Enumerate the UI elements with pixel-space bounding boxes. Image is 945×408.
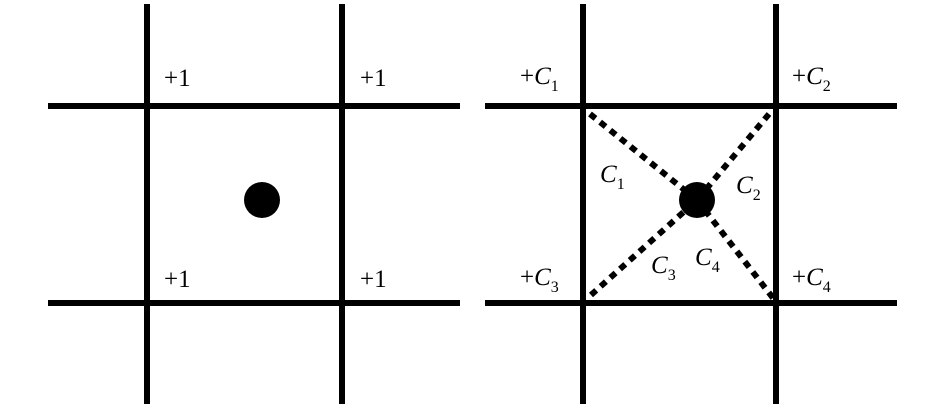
left-panel: +1 +1 +1 +1 <box>48 4 460 404</box>
dashed-diagonal-bottom-left <box>588 197 700 298</box>
right-label-bottom-right: +C4 <box>792 264 831 296</box>
dashed-diagonal-top-right <box>694 112 772 202</box>
diagonal-label-c1: C1 <box>600 161 625 193</box>
diagonal-label-c3: C3 <box>651 252 676 284</box>
left-label-bottom-left: +1 <box>164 266 191 293</box>
left-label-bottom-right: +1 <box>360 266 387 293</box>
right-label-top-right: +C2 <box>792 63 831 95</box>
left-label-top-right: +1 <box>360 65 387 92</box>
diagonal-label-c4: C4 <box>695 244 720 276</box>
left-label-top-left: +1 <box>164 65 191 92</box>
diagonal-label-c2: C2 <box>736 172 761 204</box>
right-label-top-left: +C1 <box>520 63 559 95</box>
right-sample-point <box>679 182 715 218</box>
right-label-bottom-left: +C3 <box>520 264 559 296</box>
left-sample-point <box>244 182 280 218</box>
dashed-diagonal-top-left <box>588 111 699 203</box>
right-panel: +C1 +C2 +C3 +C4 C1 C2 C3 C4 <box>485 4 897 404</box>
